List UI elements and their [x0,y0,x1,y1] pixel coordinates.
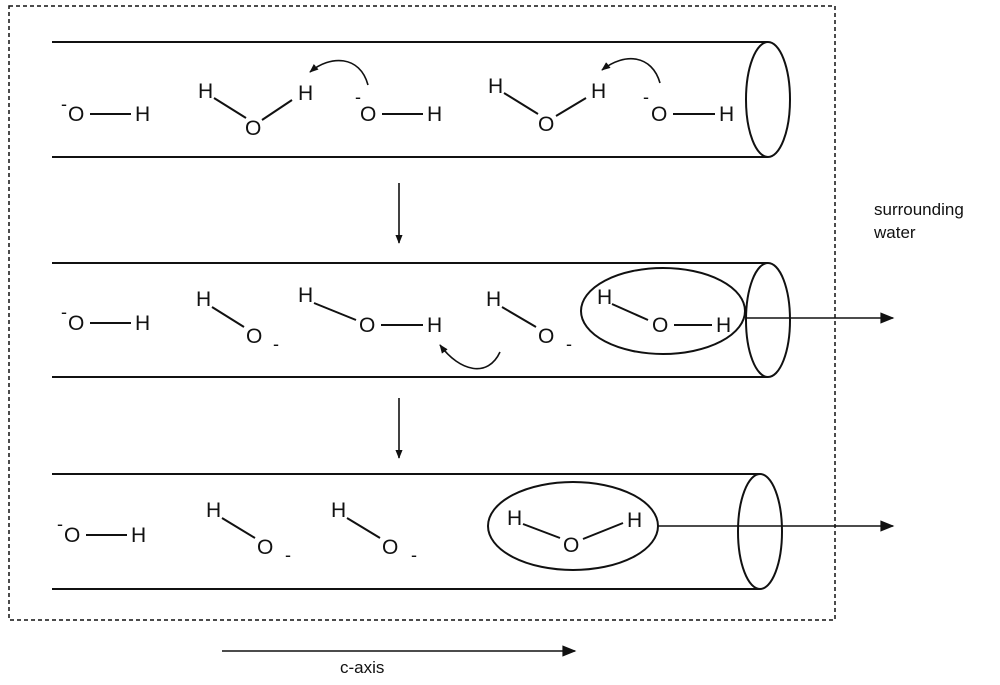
svg-text:H: H [427,314,442,337]
svg-text:H: H [486,288,501,311]
svg-text:H: H [298,284,313,307]
escaping-water-ellipse-2 [580,267,746,355]
svg-text:H: H [131,524,146,547]
svg-text:-: - [285,545,291,565]
svg-text:O: O [64,524,80,547]
svg-text:O: O [382,536,398,559]
svg-text:-: - [643,87,649,107]
hydroxide-2a: - O H [61,302,150,335]
svg-text:H: H [135,312,150,335]
svg-text:-: - [411,545,417,565]
svg-text:H: H [196,288,211,311]
svg-text:O: O [651,103,667,126]
proton-transfer-arrow-1b [601,57,661,84]
hydroxide-2b: H O - [196,288,279,354]
hydroxide-1b: - O H [355,87,442,126]
svg-text:-: - [273,334,279,354]
hydroxide-3b: H O - [206,499,291,565]
svg-text:H: H [427,103,442,126]
hydroxide-1c: - O H [643,87,734,126]
tube-3 [52,473,783,590]
dashed-frame [8,5,836,621]
svg-text:O: O [563,534,579,557]
surrounding-water-label-line2: water [873,223,916,242]
tube-2 [52,262,791,378]
svg-text:O: O [538,325,554,348]
hydroxide-1a: - O H [61,94,150,126]
svg-text:H: H [135,103,150,126]
svg-text:H: H [591,80,606,103]
surrounding-water-label-line1: surrounding [874,200,964,219]
svg-text:H: H [716,314,731,337]
svg-text:O: O [68,312,84,335]
tube-1 [52,41,791,158]
svg-text:O: O [245,117,261,140]
svg-text:H: H [719,103,734,126]
svg-text:O: O [360,103,376,126]
svg-text:H: H [488,75,503,98]
svg-text:O: O [246,325,262,348]
svg-text:O: O [359,314,375,337]
hydroxide-2d: H O - [486,288,572,354]
water-1a: H O H [198,80,313,140]
c-axis-label: c-axis [340,658,384,677]
water-1b: H O H [488,75,606,136]
svg-text:O: O [68,103,84,126]
svg-text:-: - [566,334,572,354]
water-3d: H O H [507,507,642,557]
water-2e: H O H [597,286,731,337]
svg-text:H: H [298,82,313,105]
svg-text:H: H [597,286,612,309]
hydroxide-3c: H O - [331,499,417,565]
svg-text:O: O [652,314,668,337]
svg-text:H: H [627,509,642,532]
water-2c: H O H [298,284,442,337]
svg-text:H: H [198,80,213,103]
svg-text:-: - [355,87,361,107]
proton-transfer-arrow-2 [439,344,501,370]
proton-transfer-arrow-1a [309,59,369,86]
svg-text:O: O [538,113,554,136]
svg-text:H: H [507,507,522,530]
hydroxide-3a: - O H [57,514,146,547]
svg-text:-: - [57,514,63,534]
svg-text:O: O [257,536,273,559]
svg-text:-: - [61,302,67,322]
svg-text:H: H [331,499,346,522]
svg-text:-: - [61,94,67,114]
svg-text:H: H [206,499,221,522]
